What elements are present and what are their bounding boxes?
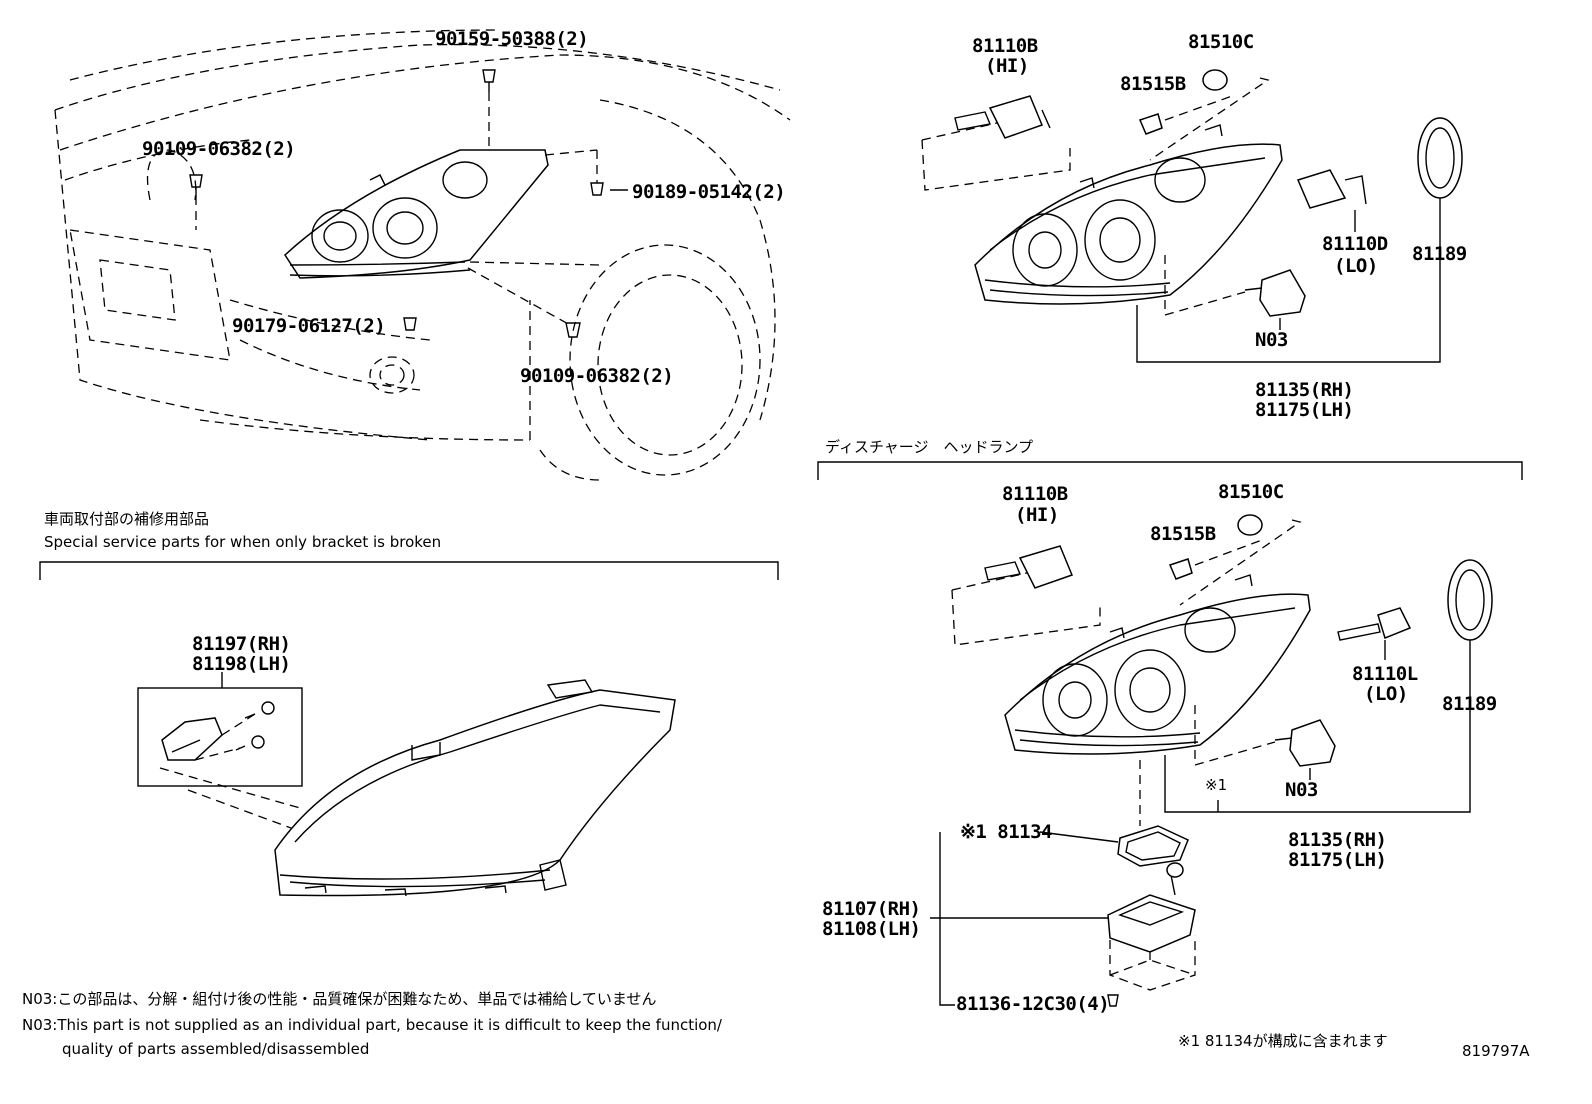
label-bot-mark: ※1 [1205,776,1227,794]
label-90109-a: 90109-06382(2) [142,138,295,160]
caption-discharge-headlamp: ディスチャージ ヘッドランプ [825,438,1033,456]
note-n03-en-line2: quality of parts assembled/disassembled [62,1040,369,1058]
section-captions: ディスチャージ ヘッドランプ 車両取付部の補修用部品 Special servi… [44,438,1033,551]
label-81198: 81198(LH) [192,653,290,675]
label-bot-81515B: 81515B [1150,523,1216,545]
label-bot-lo: (LO) [1364,683,1408,705]
label-top-81189: 81189 [1412,243,1467,265]
notes: N03:この部品は、分解・組付け後の性能・品質確保が困難なため、単品では補給して… [22,990,1530,1060]
car-front-drawing [54,29,791,481]
label-bot-81510C: 81510C [1218,481,1284,503]
label-top-lo: (LO) [1334,255,1378,277]
discharge-headlamp-assembly [817,461,1523,1007]
label-top-81110D: 81110D [1322,233,1388,255]
label-90179: 90179-06127(2) [232,315,385,337]
label-bot-81110L: 81110L [1352,663,1418,685]
label-bot-n03: N03 [1285,779,1318,801]
label-81197: 81197(RH) [192,633,290,655]
label-top-81110B: 81110B [972,35,1038,57]
bracket-section [39,561,779,897]
label-bot-81136: 81136-12C30(4) [956,993,1109,1015]
note-n03-jp: N03:この部品は、分解・組付け後の性能・品質確保が困難なため、単品では補給して… [22,990,656,1008]
label-bot-81175: 81175(LH) [1288,849,1386,871]
label-bot-81135: 81135(RH) [1288,829,1386,851]
figure-id: 819797A [1462,1042,1530,1060]
label-top-hi: (HI) [985,55,1029,77]
label-90189: 90189-05142(2) [632,181,785,203]
label-bot-81108: 81108(LH) [822,918,920,940]
label-top-81515B: 81515B [1120,73,1186,95]
halogen-headlamp-assembly [921,69,1463,363]
caption-bracket-en: Special service parts for when only brac… [44,533,441,551]
label-top-n03: N03 [1255,329,1288,351]
label-bot-81134: ※1 81134 [960,821,1052,843]
footnote-81134: ※1 81134が構成に含まれます [1178,1032,1388,1050]
label-90159: 90159-50388(2) [435,28,588,50]
label-90109-b: 90109-06382(2) [520,365,673,387]
label-bot-81189: 81189 [1442,693,1497,715]
label-top-81510C: 81510C [1188,31,1254,53]
label-top-81175: 81175(LH) [1255,399,1353,421]
caption-bracket-jp: 車両取付部の補修用部品 [44,510,209,528]
label-top-81135: 81135(RH) [1255,379,1353,401]
part-labels: 90159-50388(2) 90109-06382(2) 90189-0514… [142,28,1497,1015]
note-n03-en-line1: N03:This part is not supplied as an indi… [22,1016,723,1034]
label-bot-81110B: 81110B [1002,483,1068,505]
label-bot-hi: (HI) [1015,504,1059,526]
label-bot-81107: 81107(RH) [822,898,920,920]
